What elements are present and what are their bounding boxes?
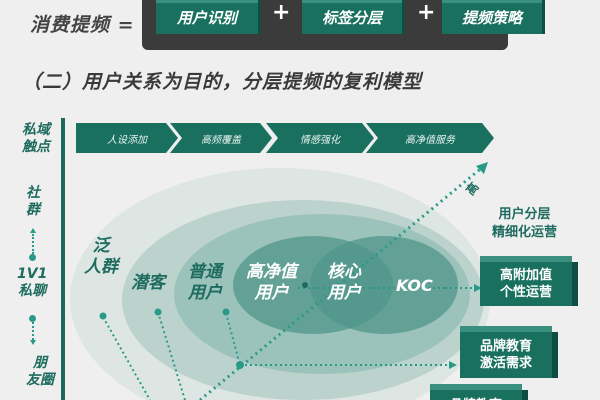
box-brand-education: 品牌教育 激活需求 <box>460 332 552 378</box>
plus-icon: + <box>272 0 291 25</box>
formula-panel: 用户识别 + 标签分层 + 提频策略 <box>142 0 542 50</box>
segment-high-net: 高净值 用户 <box>246 262 297 303</box>
channel-community: 社 群 <box>26 185 40 218</box>
connector-dot <box>29 315 36 322</box>
segment-koc: KOC <box>396 276 433 295</box>
box-high-value-ops: 高附加值 个性运营 <box>480 262 572 306</box>
private-touchpoint-label: 私域 触点 <box>22 122 50 155</box>
segment-regular: 普通 用户 <box>188 262 222 303</box>
segment-broad: 泛 人群 <box>84 236 118 277</box>
connector-line <box>32 234 34 254</box>
stage-add-persona: 人设添加 <box>76 123 178 153</box>
stage-high-freq-coverage: 高频覆盖 <box>170 123 272 153</box>
arrow-up-icon <box>30 228 36 233</box>
segment-core: 核心 用户 <box>327 262 361 303</box>
formula-term-tag-layering: 标签分层 <box>302 0 402 34</box>
stage-high-net-service: 高净值服务 <box>366 123 494 153</box>
box-brand-education-2: 品牌教育 <box>430 390 522 400</box>
formula-term-frequency-strategy: 提频策略 <box>442 0 542 34</box>
ellipse-koc <box>310 236 458 334</box>
section-subtitle: （二）用户关系为目的，分层提频的复利模型 <box>22 71 423 93</box>
vertical-divider <box>61 118 65 400</box>
formula-term-user-identification: 用户识别 <box>156 0 258 34</box>
connector-line <box>32 322 34 340</box>
right-panel-title: 用户分层 精细化运营 <box>492 207 558 240</box>
plus-icon: + <box>417 0 436 25</box>
arrow-down-icon <box>30 340 36 345</box>
stage-emotional-strengthen: 情感强化 <box>266 123 374 153</box>
formula-label: 消费提频 = <box>30 14 135 36</box>
channel-moments: 朋 友圈 <box>26 355 54 388</box>
connector-dot <box>29 254 36 261</box>
channel-private-chat: 1V1 私聊 <box>17 266 48 299</box>
segment-potential: 潜客 <box>131 273 165 293</box>
